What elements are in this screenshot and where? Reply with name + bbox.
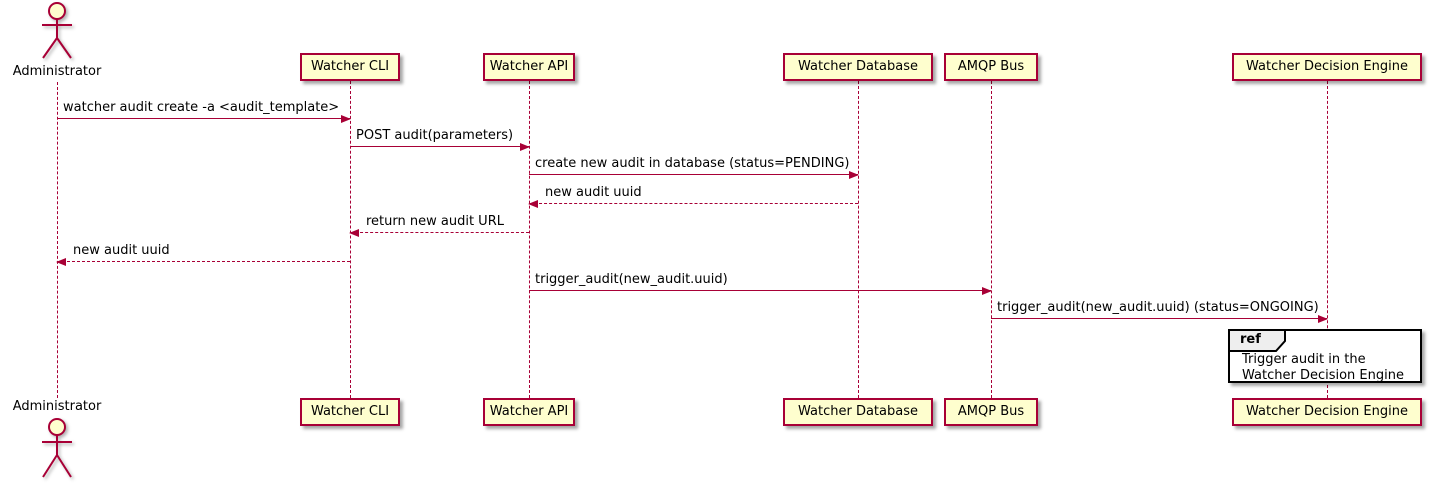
message-1: watcher audit create -a <audit_template> bbox=[57, 98, 351, 123]
participant-bottom-watcher-cli: Watcher CLI bbox=[300, 398, 400, 426]
lifeline-administrator bbox=[57, 82, 58, 398]
participant-bottom-watcher-api: Watcher API bbox=[483, 398, 575, 426]
message-6-label: new audit uuid bbox=[73, 243, 170, 258]
arrowhead-right-icon bbox=[520, 143, 530, 151]
actor-label-bottom: Administrator bbox=[12, 399, 102, 414]
arrowhead-right-icon bbox=[982, 287, 992, 295]
message-7-line bbox=[529, 290, 991, 291]
message-8-line bbox=[991, 318, 1327, 319]
lifeline-watcher-api bbox=[529, 81, 530, 398]
arrowhead-right-icon bbox=[849, 171, 859, 179]
message-4-line bbox=[529, 203, 858, 204]
message-5-line bbox=[350, 232, 529, 233]
participant-top-watcher-database: Watcher Database bbox=[783, 53, 933, 81]
participant-top-watcher-api: Watcher API bbox=[483, 53, 575, 81]
arrowhead-left-icon bbox=[528, 200, 538, 208]
actor-icon-top bbox=[42, 2, 72, 59]
participant-top-watcher-decision-engine: Watcher Decision Engine bbox=[1232, 53, 1422, 81]
message-8-label: trigger_audit(new_audit.uuid) (status=ON… bbox=[997, 300, 1319, 315]
ref-text-line-1: Trigger audit in the bbox=[1242, 352, 1366, 367]
message-7-label: trigger_audit(new_audit.uuid) bbox=[535, 272, 728, 287]
ref-text-line-2: Watcher Decision Engine bbox=[1242, 368, 1404, 383]
participant-bottom-amqp-bus: AMQP Bus bbox=[944, 398, 1038, 426]
lifeline-amqp-bus bbox=[991, 81, 992, 398]
message-6: new audit uuid bbox=[56, 241, 350, 266]
lifeline-watcher-database bbox=[858, 81, 859, 398]
arrowhead-right-icon bbox=[341, 115, 351, 123]
ref-fragment: ref Trigger audit in the Watcher Decisio… bbox=[1228, 329, 1422, 383]
lifeline-watcher-decision-engine bbox=[1327, 81, 1328, 398]
message-3-line bbox=[529, 174, 858, 175]
message-6-line bbox=[57, 261, 350, 262]
participant-top-amqp-bus: AMQP Bus bbox=[944, 53, 1038, 81]
arrowhead-left-icon bbox=[349, 229, 359, 237]
ref-tab-icon bbox=[1228, 329, 1286, 352]
message-2-label: POST audit(parameters) bbox=[356, 128, 514, 143]
message-2: POST audit(parameters) bbox=[350, 126, 530, 151]
message-2-line bbox=[350, 146, 529, 147]
arrowhead-left-icon bbox=[56, 258, 66, 266]
participant-top-watcher-cli: Watcher CLI bbox=[300, 53, 400, 81]
participant-bottom-watcher-decision-engine: Watcher Decision Engine bbox=[1232, 398, 1422, 426]
participant-bottom-watcher-database: Watcher Database bbox=[783, 398, 933, 426]
ref-keyword: ref bbox=[1240, 332, 1261, 347]
message-7: trigger_audit(new_audit.uuid) bbox=[529, 270, 992, 295]
message-5: return new audit URL bbox=[349, 212, 529, 237]
message-1-label: watcher audit create -a <audit_template> bbox=[63, 100, 340, 115]
actor-label-top: Administrator bbox=[12, 64, 102, 79]
arrowhead-right-icon bbox=[1318, 315, 1328, 323]
message-8: trigger_audit(new_audit.uuid) (status=ON… bbox=[991, 298, 1328, 323]
message-5-label: return new audit URL bbox=[366, 214, 504, 229]
message-1-line bbox=[57, 118, 350, 119]
actor-icon-bottom bbox=[42, 418, 72, 478]
lifeline-watcher-cli bbox=[350, 81, 351, 398]
message-3-label: create new audit in database (status=PEN… bbox=[535, 156, 850, 171]
message-4-label: new audit uuid bbox=[545, 185, 642, 200]
message-3: create new audit in database (status=PEN… bbox=[529, 154, 859, 179]
message-4: new audit uuid bbox=[528, 183, 858, 208]
